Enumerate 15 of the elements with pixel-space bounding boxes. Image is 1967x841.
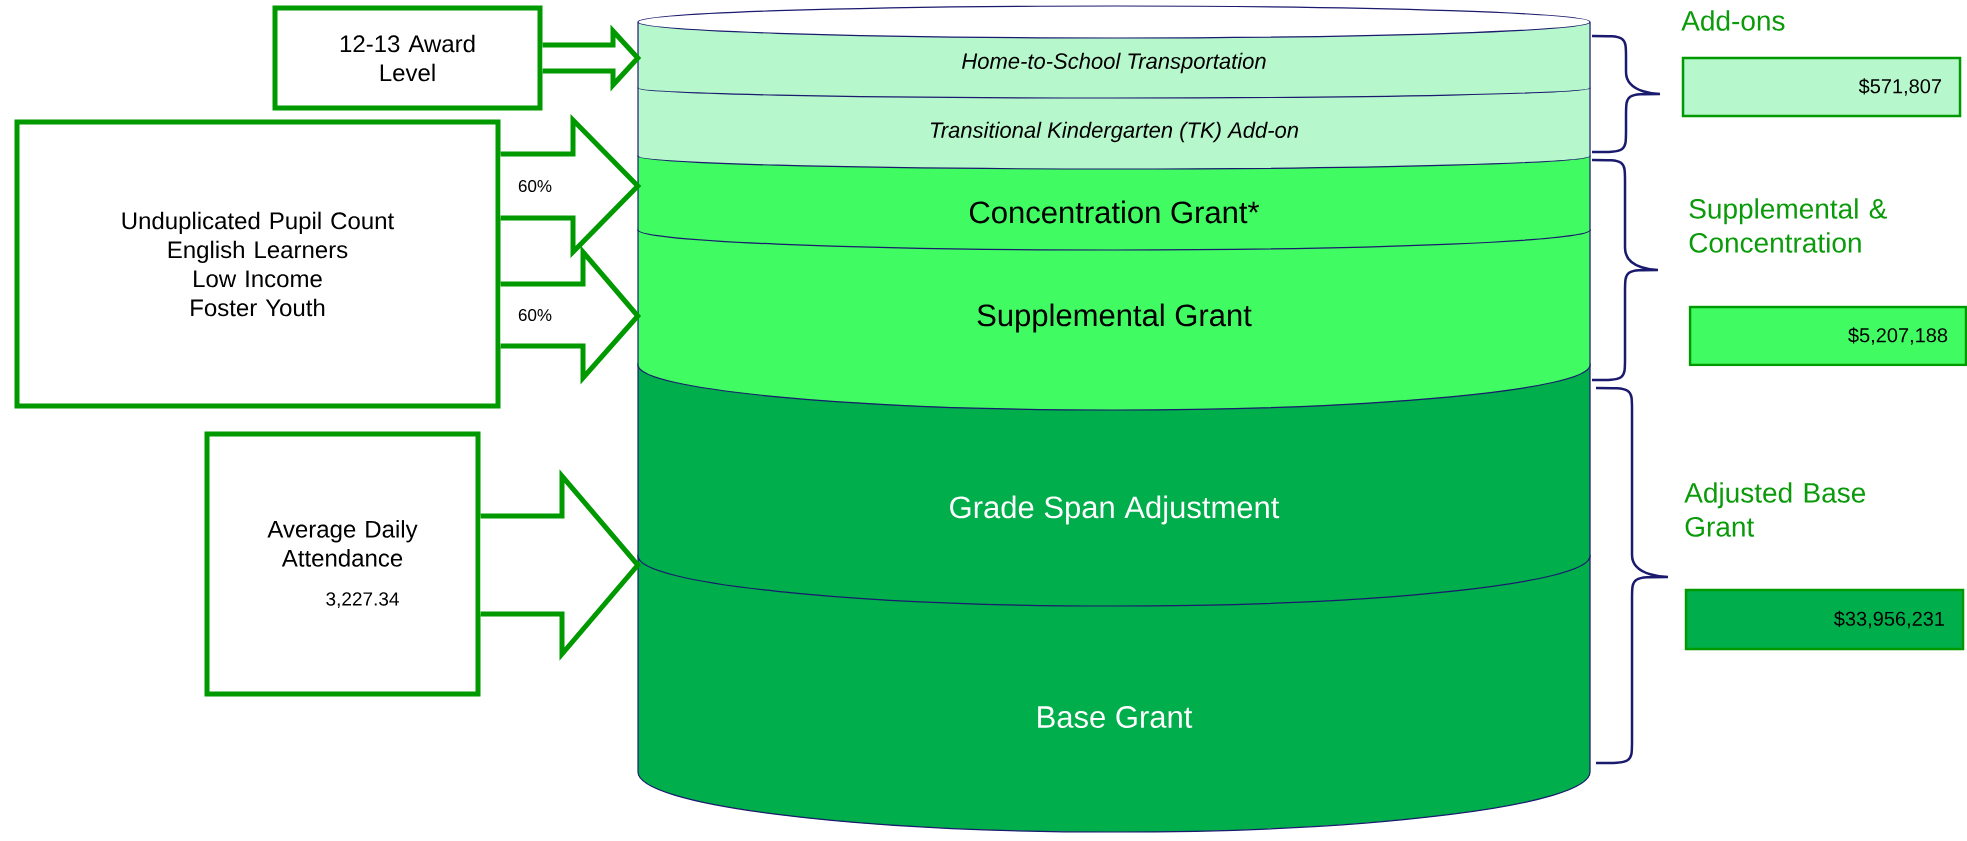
- node-label: Base Grant: [1038, 706, 1193, 728]
- value-box: $5,207,188: [1688, 305, 1967, 367]
- block-arrow: [498, 245, 642, 385]
- block-arrow: [478, 469, 642, 661]
- section-heading: Add-ons: [1681, 10, 1785, 31]
- block-arrow: [498, 113, 642, 259]
- cylinder-layer: Home-to-School Transportation: [637, 5, 1591, 99]
- value-box: $571,807: [1681, 56, 1962, 118]
- callout-box: 12-13 Award Level: [272, 5, 543, 111]
- section-heading: Supplemental & Concentration: [1689, 198, 1887, 253]
- block-arrow: [540, 24, 642, 92]
- callout-box: Average Daily Attendance 3,227.34: [204, 431, 481, 697]
- callout-box: Unduplicated Pupil Count English Learners Low Income Foster Youth: [14, 119, 501, 409]
- value-box: $33,956,231: [1684, 588, 1965, 651]
- section-heading: Adjusted Base Grant: [1684, 482, 1866, 537]
